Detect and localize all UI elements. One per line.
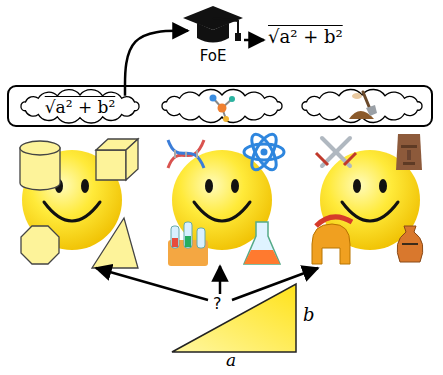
science-icons xyxy=(184,222,192,248)
molecule-icon xyxy=(210,95,236,123)
science-icons xyxy=(185,236,191,247)
history-icons xyxy=(316,153,328,165)
geometry-shapes xyxy=(20,141,60,155)
geometry-shapes xyxy=(96,150,126,180)
history-icons xyxy=(407,150,411,160)
faculty-node: FoE xyxy=(188,2,238,66)
science-icons xyxy=(172,238,178,247)
face-features xyxy=(44,179,398,221)
science-icons xyxy=(168,140,204,168)
science-icons xyxy=(244,250,280,264)
geometry-shapes xyxy=(21,226,59,264)
science-icons xyxy=(197,228,205,248)
science-icons xyxy=(174,150,176,158)
history-icons xyxy=(396,134,422,170)
choice-arrows xyxy=(219,266,222,294)
archaeology-icon xyxy=(352,93,362,99)
geometry-shapes xyxy=(20,139,138,268)
result-arrow xyxy=(244,39,264,42)
thought-cloud xyxy=(162,90,282,123)
smiley-faces xyxy=(22,150,420,250)
science-icons xyxy=(168,131,284,266)
side-label: b xyxy=(303,306,315,325)
science-icons xyxy=(171,226,179,248)
face-features xyxy=(44,202,100,221)
science-icons xyxy=(244,131,284,174)
history-icons xyxy=(397,226,423,262)
history-icons xyxy=(403,162,415,165)
archaeology-icon xyxy=(366,105,377,116)
science-icons xyxy=(261,149,268,156)
graduation-cap xyxy=(235,33,241,41)
science-icons xyxy=(196,150,198,158)
side-label: a xyxy=(226,352,236,370)
science-icons xyxy=(244,222,280,264)
history-icons xyxy=(312,224,350,264)
history-icons xyxy=(344,153,356,165)
molecule-icon xyxy=(229,96,235,102)
science-icons xyxy=(168,140,204,168)
molecule-icon xyxy=(210,95,217,102)
science-icons xyxy=(244,144,284,160)
thought-cloud: √a² + b² xyxy=(15,90,145,123)
flow-arrow xyxy=(125,31,188,96)
right-triangle xyxy=(172,284,296,352)
face-features xyxy=(205,179,213,193)
science-icons xyxy=(247,131,281,174)
archaeology-icon xyxy=(363,92,370,109)
history-icons xyxy=(312,134,423,264)
history-icons xyxy=(402,243,418,245)
result-formula: √a² + b² xyxy=(268,28,343,47)
geometry-shapes xyxy=(126,139,138,180)
science-icons xyxy=(185,152,187,157)
face-features xyxy=(194,202,250,221)
graduation-cap xyxy=(183,6,243,43)
face-features xyxy=(231,179,239,193)
thought-band xyxy=(8,86,432,126)
question-mark: ? xyxy=(213,296,222,313)
archaeology-icon xyxy=(349,92,377,119)
face-features xyxy=(353,179,361,193)
face-features xyxy=(81,179,89,193)
node-label: FoE xyxy=(200,48,227,65)
history-icons xyxy=(316,217,352,226)
choice-arrows xyxy=(96,268,208,300)
history-icons xyxy=(401,145,417,148)
face-features xyxy=(342,202,398,221)
face-features xyxy=(379,179,387,193)
molecule-icon xyxy=(223,116,229,122)
thought-cloud xyxy=(302,90,422,123)
geometry-shapes xyxy=(92,218,138,268)
graduation-cap xyxy=(213,18,238,34)
cloud-outline xyxy=(21,89,139,122)
molecule-icon xyxy=(218,104,227,113)
science-icons xyxy=(247,131,281,174)
formula-text: √a² + b² xyxy=(45,96,116,117)
